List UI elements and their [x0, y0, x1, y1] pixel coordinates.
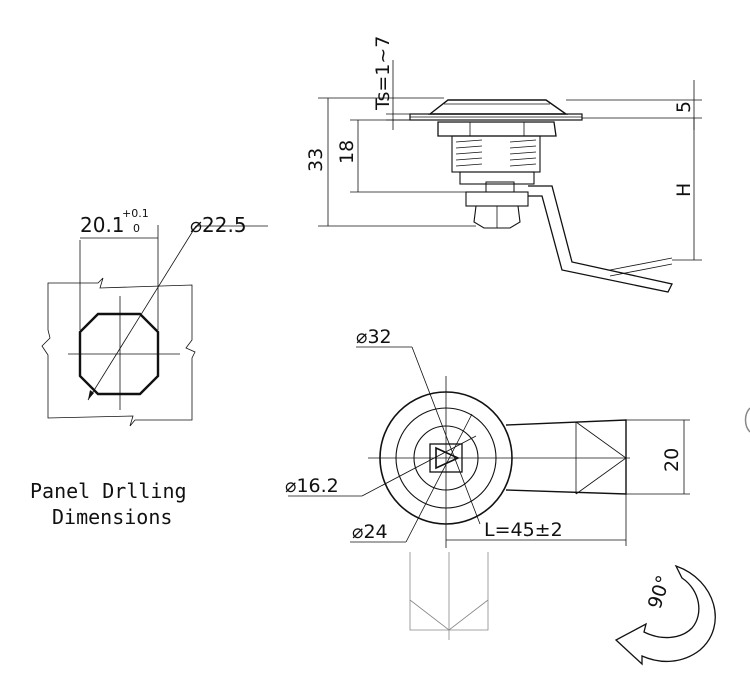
- width-20: 20: [661, 448, 683, 472]
- length-dim: L=45±2: [484, 519, 563, 541]
- thread-lines: [455, 139, 537, 167]
- panel-diameter-dim: ⌀22.5: [190, 213, 247, 237]
- cam-arm-tip2: [609, 263, 673, 277]
- screw-stem: [465, 191, 529, 207]
- dia-16-2: ⌀16.2: [285, 475, 339, 497]
- leader-arrow: [88, 390, 94, 400]
- rotation-arrow: [614, 564, 716, 666]
- hex-nut: [437, 121, 557, 137]
- cam-arm: [528, 185, 673, 293]
- panel-drilling-view: 20.1 +0.1 0 ⌀22.5 Panel Drlling Dimensio…: [30, 207, 268, 529]
- dia-24: ⌀24: [352, 521, 388, 543]
- edge-mark: [744, 407, 750, 433]
- dim-5: 5: [673, 101, 695, 113]
- panel-width-dim: 20.1: [80, 213, 125, 237]
- dia32-leader: [411, 346, 481, 525]
- double-d-hole: [78, 312, 160, 396]
- panel-tol-upper: +0.1: [122, 207, 149, 220]
- side-view: Ts=1~7 33 18 5 H: [305, 36, 702, 293]
- head-cap: [427, 99, 569, 115]
- diameter-leader: [87, 225, 197, 401]
- panel-caption-line1: Panel Drlling: [30, 479, 187, 503]
- panel-caption-line2: Dimensions: [52, 505, 172, 529]
- dim-h: H: [673, 183, 695, 197]
- arm-front: [505, 419, 627, 495]
- dim-33: 33: [305, 148, 327, 172]
- dia-32: ⌀32: [356, 326, 392, 348]
- dia24-leader: [405, 413, 473, 543]
- cam-arm-tip: [609, 257, 673, 271]
- dim-18: 18: [336, 140, 358, 164]
- panel-outline: [41, 277, 196, 427]
- front-view: ⌀32 ⌀16.2 ⌀24 L=45±2 20 90°: [285, 326, 716, 666]
- ts-dim: Ts=1~7: [372, 36, 394, 111]
- screw-head: [473, 205, 521, 229]
- panel-tol-lower: 0: [133, 222, 140, 235]
- dia16-leader: [361, 435, 477, 497]
- cam-holder: [459, 171, 535, 185]
- rotation-90: 90°: [644, 573, 675, 612]
